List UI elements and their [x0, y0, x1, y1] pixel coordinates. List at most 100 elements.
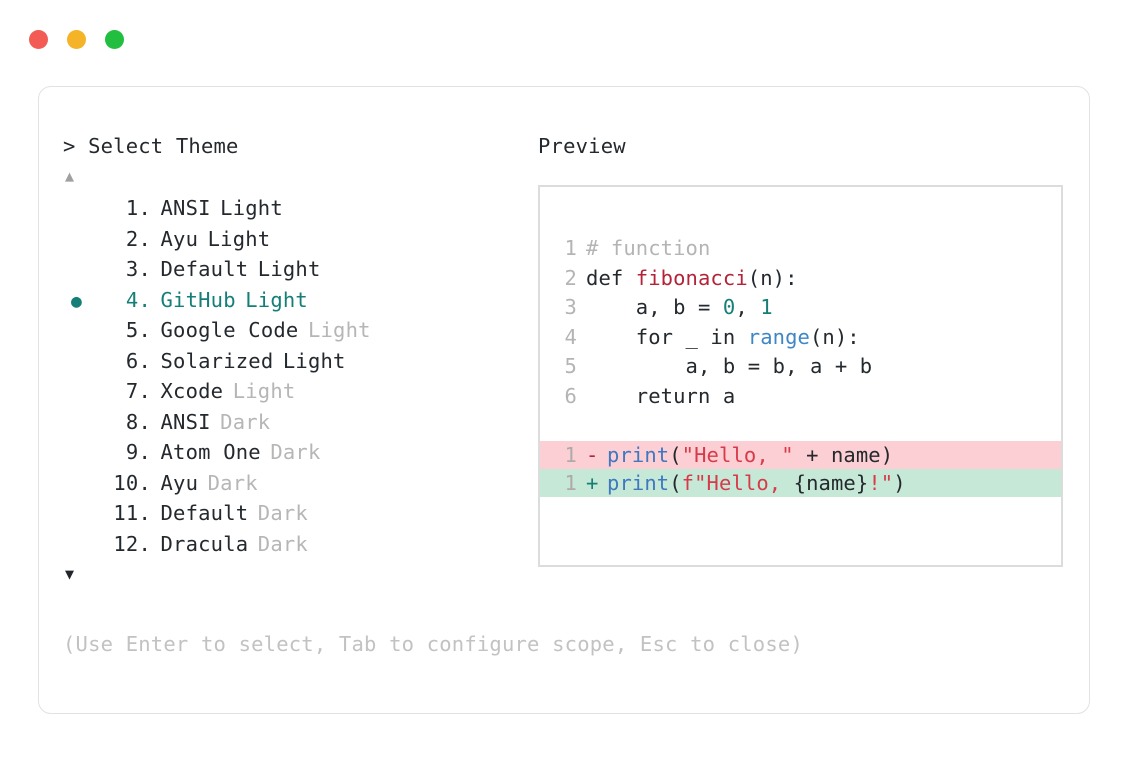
theme-item-variant: Light	[257, 257, 321, 281]
code-token: (n):	[809, 324, 860, 349]
scroll-up-indicator-icon[interactable]: ▲	[65, 167, 75, 185]
theme-item-name: ANSI	[160, 196, 211, 220]
theme-item-number: 8.	[125, 409, 151, 434]
theme-item-name: Default	[160, 257, 249, 281]
code-token: (	[669, 442, 682, 467]
code-token: !"	[868, 470, 894, 495]
code-token: def	[586, 265, 636, 290]
code-token: + name)	[793, 442, 894, 467]
theme-list-item[interactable]: 7. Xcode Light	[63, 376, 533, 407]
code-token: for _ in	[586, 324, 748, 349]
code-line: 2 def fibonacci(n):	[559, 264, 1061, 294]
code-token: range	[747, 324, 810, 349]
theme-item-name: Default	[160, 501, 249, 525]
theme-item-number: 7.	[125, 379, 151, 403]
theme-item-name: Ayu	[160, 226, 199, 251]
code-token: (n):	[747, 265, 798, 290]
theme-item-number: 11.	[113, 501, 151, 525]
theme-list-item[interactable]: 2. Ayu Light	[63, 224, 533, 255]
code-token: )	[893, 470, 906, 495]
theme-item-variant: Light	[220, 196, 283, 220]
line-number: 5	[564, 354, 577, 378]
theme-item-variant: Dark	[270, 440, 321, 464]
theme-item-variant: Dark	[257, 501, 308, 525]
line-number: 1	[564, 470, 577, 495]
theme-list-item[interactable]: 1. ANSI Light	[63, 193, 533, 224]
code-line: 6 return a	[559, 382, 1061, 412]
theme-item-number: 1.	[125, 196, 151, 220]
theme-list-item[interactable]: 11. Default Dark	[63, 498, 533, 529]
theme-item-name: ANSI	[160, 409, 211, 434]
code-line: 1 # function	[559, 234, 1061, 264]
theme-item-number: 2.	[125, 226, 151, 251]
code-text: print(f"Hello, {name}!")	[607, 469, 906, 497]
theme-item-name: GitHub	[160, 287, 236, 312]
code-text: for _ in range(n):	[586, 323, 860, 353]
theme-item-number: 5.	[125, 318, 151, 342]
code-text: print("Hello, " + name)	[607, 441, 893, 469]
code-text: def fibonacci(n):	[586, 264, 798, 294]
code-token: return a	[586, 383, 736, 408]
code-token: "Hello, "	[681, 442, 794, 467]
line-number: 1	[564, 442, 577, 467]
code-line: 3 a, b = 0, 1	[559, 293, 1061, 323]
code-token: 0	[722, 295, 736, 319]
code-token: {name}	[793, 470, 869, 495]
code-token: ,	[735, 295, 761, 319]
window-titlebar	[0, 0, 1129, 78]
theme-item-variant: Light	[207, 226, 271, 251]
line-number: 1	[564, 236, 577, 260]
code-token: # function	[586, 236, 711, 260]
diff-plus-marker: +	[586, 470, 599, 495]
theme-list-item[interactable]: 3. Default Light	[63, 254, 533, 285]
diff-minus-marker: -	[586, 442, 599, 467]
panel-title-preview: Preview	[538, 134, 626, 158]
theme-item-number: 3.	[125, 257, 151, 281]
theme-item-name: Xcode	[160, 379, 224, 403]
code-token: a, b = b, a + b	[586, 354, 873, 378]
line-number: 2	[564, 265, 577, 290]
theme-item-variant: Dark	[220, 409, 271, 434]
code-token: f"Hello,	[681, 470, 794, 495]
theme-list-item[interactable]: ● 4. GitHub Light	[63, 285, 533, 316]
code-token: 1	[760, 295, 773, 319]
theme-item-number: 6.	[125, 348, 151, 373]
code-line: 4 for _ in range(n):	[559, 323, 1061, 353]
theme-list-item[interactable]: 8. ANSI Dark	[63, 407, 533, 438]
code-line: 5 a, b = b, a + b	[559, 352, 1061, 382]
code-text: return a	[586, 382, 735, 412]
theme-item-number: 12.	[113, 531, 151, 556]
theme-item-name: Solarized	[160, 348, 274, 373]
theme-list-item[interactable]: 9. Atom One Dark	[63, 437, 533, 468]
code-token: fibonacci	[635, 265, 748, 290]
diff-added-line: 1 + print(f"Hello, {name}!")	[540, 468, 1061, 497]
theme-item-name: Google Code	[160, 318, 299, 342]
theme-item-variant: Light	[307, 318, 371, 342]
code-text: # function	[586, 234, 710, 264]
theme-list-item[interactable]: 5. Google Code Light	[63, 315, 533, 346]
selected-bullet-icon: ●	[71, 290, 83, 312]
theme-item-variant: Light	[232, 379, 296, 403]
panel-title-select-theme: > Select Theme	[63, 134, 239, 158]
theme-item-variant: Dark	[207, 470, 258, 495]
diff-removed-line: 1-print("Hello, " + name)	[540, 440, 1061, 469]
theme-item-variant: Dark	[257, 531, 308, 556]
line-number: 6	[564, 383, 577, 408]
theme-item-number: 4.	[125, 287, 151, 312]
line-number: 3	[564, 295, 577, 319]
theme-item-number: 9.	[125, 440, 151, 464]
theme-item-name: Ayu	[160, 470, 199, 495]
theme-item-name: Atom One	[160, 440, 261, 464]
maximize-button-dot[interactable]	[105, 29, 124, 49]
minimize-button-dot[interactable]	[67, 29, 86, 49]
close-button-dot[interactable]	[29, 29, 48, 49]
theme-item-variant: Light	[245, 287, 308, 312]
line-number: 4	[564, 324, 577, 349]
scroll-down-indicator-icon[interactable]: ▼	[65, 565, 75, 583]
